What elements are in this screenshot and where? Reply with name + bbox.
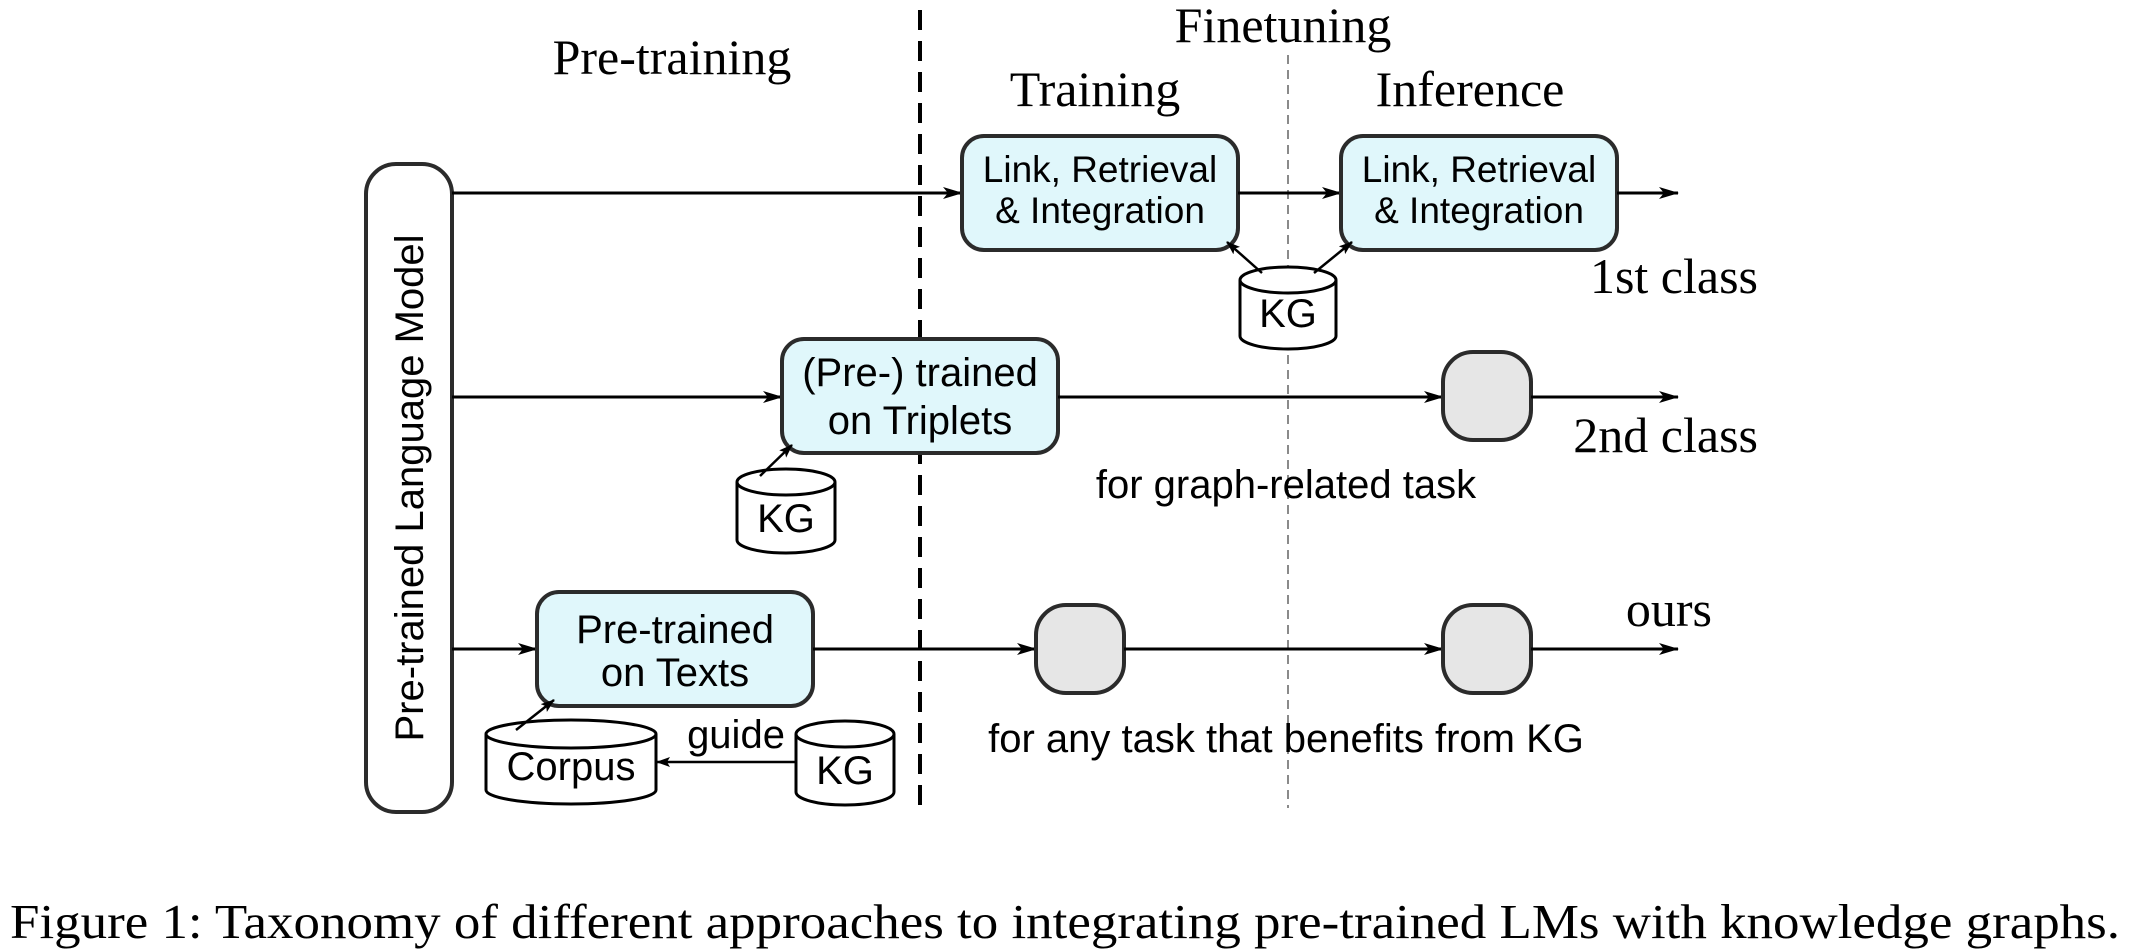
row3-box-label-line2: on Texts [601,651,749,695]
row1-inference-label-line2: & Integration [1374,190,1584,231]
row1-kg-to-inference-arrow [1313,241,1353,274]
header-inference: Inference [1376,61,1565,117]
header-training: Training [1010,61,1180,117]
row1-kg-cylinder [1238,265,1338,351]
header-pretraining: Pre-training [553,29,792,85]
row2-kg-label: KG [757,497,815,541]
row3-corpus-cylinder [484,718,658,806]
row1-kg-label: KG [1259,292,1317,336]
row1-kg-to-training-arrow [1226,241,1263,274]
row3-guide-label: guide [687,713,785,757]
plm-box [364,162,454,814]
row2-gray-box [1441,350,1533,442]
row3-corpus-to-box-arrow [515,699,555,731]
row3-kg-label: KG [816,749,874,793]
row1-training-label-line2: & Integration [995,190,1205,231]
row3-gray-box-training [1034,603,1126,695]
row2-box-label-line1: (Pre-) trained [802,351,1038,395]
row3-class-label: ours [1626,581,1712,637]
row3-corpus-label: Corpus [507,745,636,789]
row2-kg-cylinder [735,467,837,555]
row2-class-label: 2nd class [1573,407,1758,463]
plm-label: Pre-trained Language Model [388,234,432,741]
row1-class-label: 1st class [1590,248,1758,304]
row3-kg-cylinder [794,719,896,807]
row2-box-label-line2: on Triplets [828,399,1013,443]
header-finetuning: Finetuning [1175,0,1392,53]
row3-task-label: for any task that benefits from KG [988,717,1584,761]
row1-inference-label-line1: Link, Retrieval [1362,149,1596,190]
row3-gray-box-inference [1441,603,1533,695]
figure-caption: Figure 1: Taxonomy of different approach… [10,894,2120,949]
row2-kg-to-box-arrow [759,444,793,477]
row1-training-label-line1: Link, Retrieval [983,149,1217,190]
row2-task-label: for graph-related task [1096,463,1477,507]
row3-box-label-line1: Pre-trained [576,608,774,652]
